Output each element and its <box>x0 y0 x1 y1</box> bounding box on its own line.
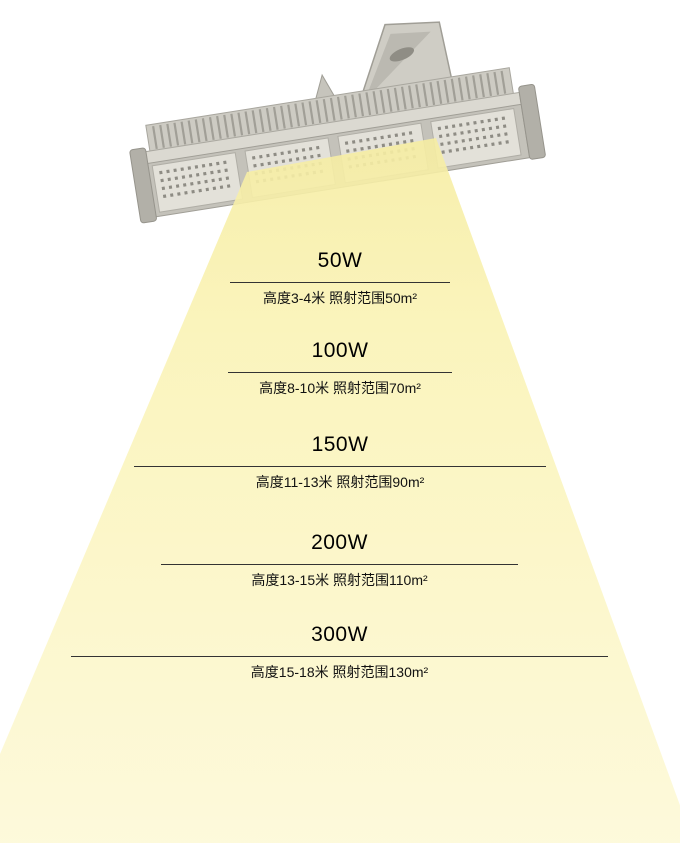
coverage-line <box>230 282 450 283</box>
level-300w: 300W 高度15-18米 照射范围130m² <box>71 622 608 680</box>
mounting-bracket-inner <box>364 31 431 101</box>
level-50w: 50W 高度3-4米 照射范围50m² <box>230 248 450 306</box>
bracket-slot <box>389 47 415 62</box>
coverage-line <box>71 656 608 657</box>
led-module-4 <box>430 107 522 169</box>
heatsink-fins <box>152 70 508 150</box>
height-coverage-label: 高度8-10米 照射范围70m² <box>259 380 421 396</box>
coverage-line <box>134 466 546 467</box>
light-beam <box>0 138 680 843</box>
end-cap-left <box>129 147 157 224</box>
wattage-label: 200W <box>311 531 368 554</box>
level-100w: 100W 高度8-10米 照射范围70m² <box>228 338 452 396</box>
height-coverage-label: 高度3-4米 照射范围50m² <box>262 290 418 306</box>
coverage-line <box>161 564 518 565</box>
end-cap-right <box>518 83 546 160</box>
wattage-label: 100W <box>311 339 369 362</box>
level-200w: 200W 高度13-15米 照射范围110m² <box>161 530 518 588</box>
wattage-label: 300W <box>311 623 368 646</box>
wattage-label: 50W <box>317 249 363 272</box>
wattage-label: 150W <box>311 433 369 456</box>
level-150w: 150W 高度11-13米 照射范围90m² <box>134 432 546 490</box>
height-coverage-label: 高度11-13米 照射范围90m² <box>255 474 425 490</box>
height-coverage-label: 高度13-15米 照射范围110m² <box>251 572 428 588</box>
height-coverage-label: 高度15-18米 照射范围130m² <box>250 664 429 680</box>
led-module-1 <box>151 152 244 213</box>
coverage-line <box>228 372 452 373</box>
